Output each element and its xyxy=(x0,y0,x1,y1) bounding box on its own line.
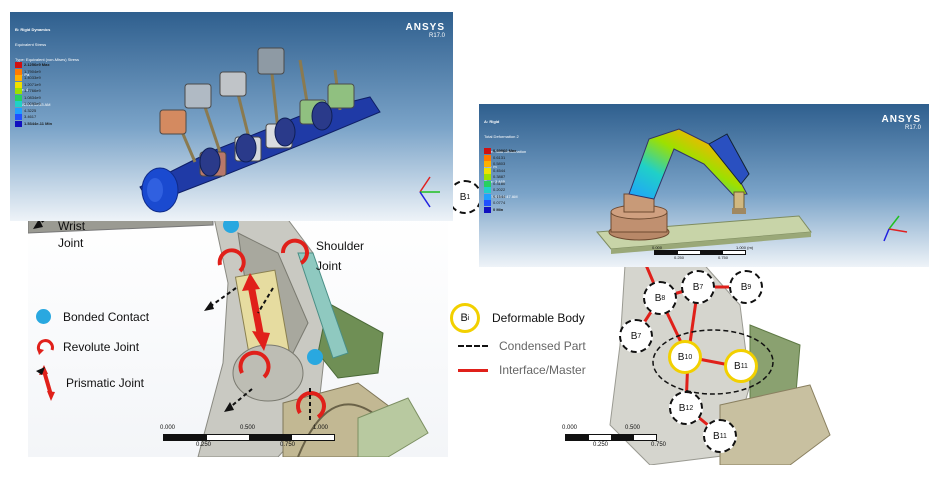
robot-arm-joints-illustration xyxy=(28,213,429,457)
interface-master-icon xyxy=(458,368,488,372)
robot-arm-joints-panel: Wrist Joint Shoulder Joint Bonded Contac… xyxy=(28,213,448,457)
ansys-logo: ANSYS R17.0 xyxy=(881,114,921,131)
wrist-joint-label: Wrist Joint xyxy=(58,219,86,250)
legend-prismatic-joint: Prismatic Joint xyxy=(36,365,144,401)
condensed-part-icon xyxy=(458,345,488,347)
engine-crankshaft-model xyxy=(139,47,440,213)
deformation-legend: 0.69966 Max 0.6131 0.5803 0.4544 0.3887 … xyxy=(484,148,516,213)
robot-arm-model xyxy=(596,128,908,254)
legend-label: Bonded Contact xyxy=(63,309,150,324)
legend-label: Condensed Part xyxy=(499,339,586,353)
engine-stress-panel: B: Rigid Dynamics Equivalent Stress Type… xyxy=(10,12,453,221)
legend-revolute-joint: Revolute Joint xyxy=(36,338,139,356)
revolute-joint-icon xyxy=(36,339,54,355)
legend-interface-master: Interface/Master xyxy=(458,363,586,377)
legend-label: Interface/Master xyxy=(499,363,586,377)
legend-label: Prismatic Joint xyxy=(66,376,145,390)
legend-label: Deformable Body xyxy=(492,311,585,325)
legend-label: Revolute Joint xyxy=(63,340,140,354)
robot-deformation-panel: A: Rigid Total Deformation 2 Type: Total… xyxy=(479,104,929,267)
shoulder-joint-label: Shoulder Joint xyxy=(316,239,365,273)
ansys-logo: ANSYS R17.0 xyxy=(405,22,445,39)
legend-condensed-part: Condensed Part xyxy=(458,339,586,353)
bonded-contact-icon xyxy=(36,309,51,324)
prismatic-joint-icon xyxy=(36,365,55,401)
legend-bonded-contact: Bonded Contact xyxy=(36,309,149,324)
stress-legend: 2.1256e9 Max 1.7904e9 1.4033e9 1.2071e9 … xyxy=(15,62,52,127)
